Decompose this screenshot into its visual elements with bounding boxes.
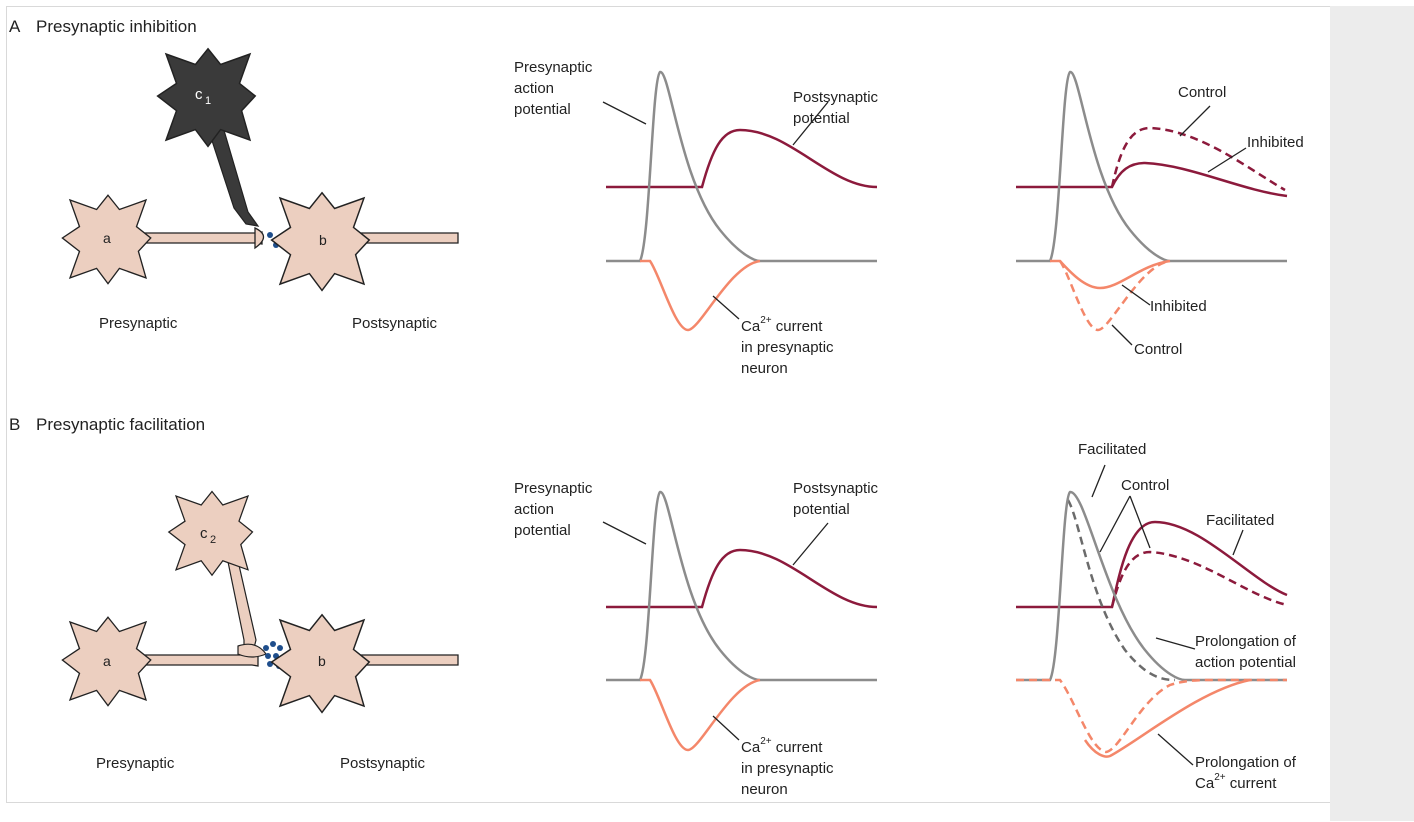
- ca-label-a1: Ca2+ current: [741, 315, 823, 335]
- c1-label: c: [195, 86, 203, 103]
- inhibited-label-a2: Inhibited: [1247, 134, 1304, 151]
- control-label-a2: Control: [1178, 84, 1226, 101]
- ca-control-dashed-a2: [1060, 261, 1170, 330]
- trace-set-a-1: Presynaptic action potential Postsynapti…: [514, 59, 882, 377]
- presynaptic-label-a: Presynaptic: [99, 315, 178, 332]
- ca-label-b1-lines: in presynaptic neuron: [741, 760, 838, 798]
- trace-set-a-2: Control Inhibited Inhibited Control: [1016, 72, 1304, 358]
- trace-set-b-2: Facilitated Control Facilitated Prolonga…: [1016, 441, 1300, 792]
- neuron-a-label-b: a: [103, 653, 111, 669]
- c2-subscript: 2: [210, 534, 216, 546]
- neuron-b-inhibition: b: [272, 193, 458, 291]
- psp-label-b1: Postsynaptic potential: [793, 480, 882, 518]
- neuron-b-label-b: b: [318, 653, 326, 669]
- prolong-ca-label-b2-line1: Prolongation of: [1195, 754, 1297, 771]
- action-potential-a2: [1016, 72, 1287, 261]
- facilitated-ap-label-b2: Facilitated: [1078, 441, 1146, 458]
- prolong-ap-label-b2: Prolongation of action potential: [1195, 633, 1300, 671]
- facilitated-psp-label-b2: Facilitated: [1206, 512, 1274, 529]
- neuron-a-inhibition: a: [62, 195, 263, 283]
- panel-a: A Presynaptic inhibition a b: [9, 17, 1304, 377]
- ap-label-a1: Presynaptic action potential: [514, 59, 597, 118]
- panel-a-title: Presynaptic inhibition: [36, 17, 197, 36]
- ap-control-dashed-b2: [1068, 500, 1175, 680]
- modulatory-neuron-c2: c 2: [169, 492, 266, 658]
- action-potential-b1: [606, 492, 877, 680]
- neuron-b-facilitation: b: [272, 615, 458, 713]
- panel-b-title: Presynaptic facilitation: [36, 415, 205, 434]
- psp-baseline-a1: [606, 130, 877, 187]
- panel-b: B Presynaptic facilitation a c 2: [9, 415, 1300, 798]
- c1-subscript: 1: [205, 95, 211, 107]
- control-label-b2: Control: [1121, 477, 1169, 494]
- neuron-a-facilitation: a: [62, 617, 258, 705]
- trace-set-b-1: Presynaptic action potential Postsynapti…: [514, 480, 882, 798]
- neuron-b-label: b: [319, 232, 327, 248]
- postsynaptic-label-a: Postsynaptic: [352, 315, 438, 332]
- ca-prolonged-b2: [1085, 680, 1250, 757]
- synaptic-modulation-figure: A Presynaptic inhibition a b: [0, 0, 1330, 802]
- page-margin-strip: [1330, 6, 1414, 821]
- panel-b-letter: B: [9, 415, 20, 434]
- neuron-a-label: a: [103, 230, 111, 246]
- modulatory-neuron-c1: c 1: [158, 49, 258, 226]
- ca-label-b1: Ca2+ current: [741, 736, 823, 756]
- psp-inhibited-a2: [1016, 163, 1287, 196]
- psp-facilitated-b2: [1016, 522, 1287, 607]
- inhibited-ca-label-a2: Inhibited: [1150, 298, 1207, 315]
- ap-label-b1: Presynaptic action potential: [514, 480, 597, 539]
- postsynaptic-label-b: Postsynaptic: [340, 755, 426, 772]
- presynaptic-label-b: Presynaptic: [96, 755, 175, 772]
- prolong-ca-label-b2-line2: Ca2+ current: [1195, 772, 1277, 792]
- ca-label-a1-lines: in presynaptic neuron: [741, 339, 838, 377]
- ca-control-dashed-b2: [1016, 680, 1287, 752]
- control-ca-label-a2: Control: [1134, 341, 1182, 358]
- panel-a-letter: A: [9, 17, 21, 36]
- c2-label: c: [200, 525, 208, 542]
- page-bottom-strip: [6, 802, 1330, 822]
- psp-label-a1: Postsynaptic potential: [793, 89, 882, 127]
- psp-baseline-b1: [606, 550, 877, 607]
